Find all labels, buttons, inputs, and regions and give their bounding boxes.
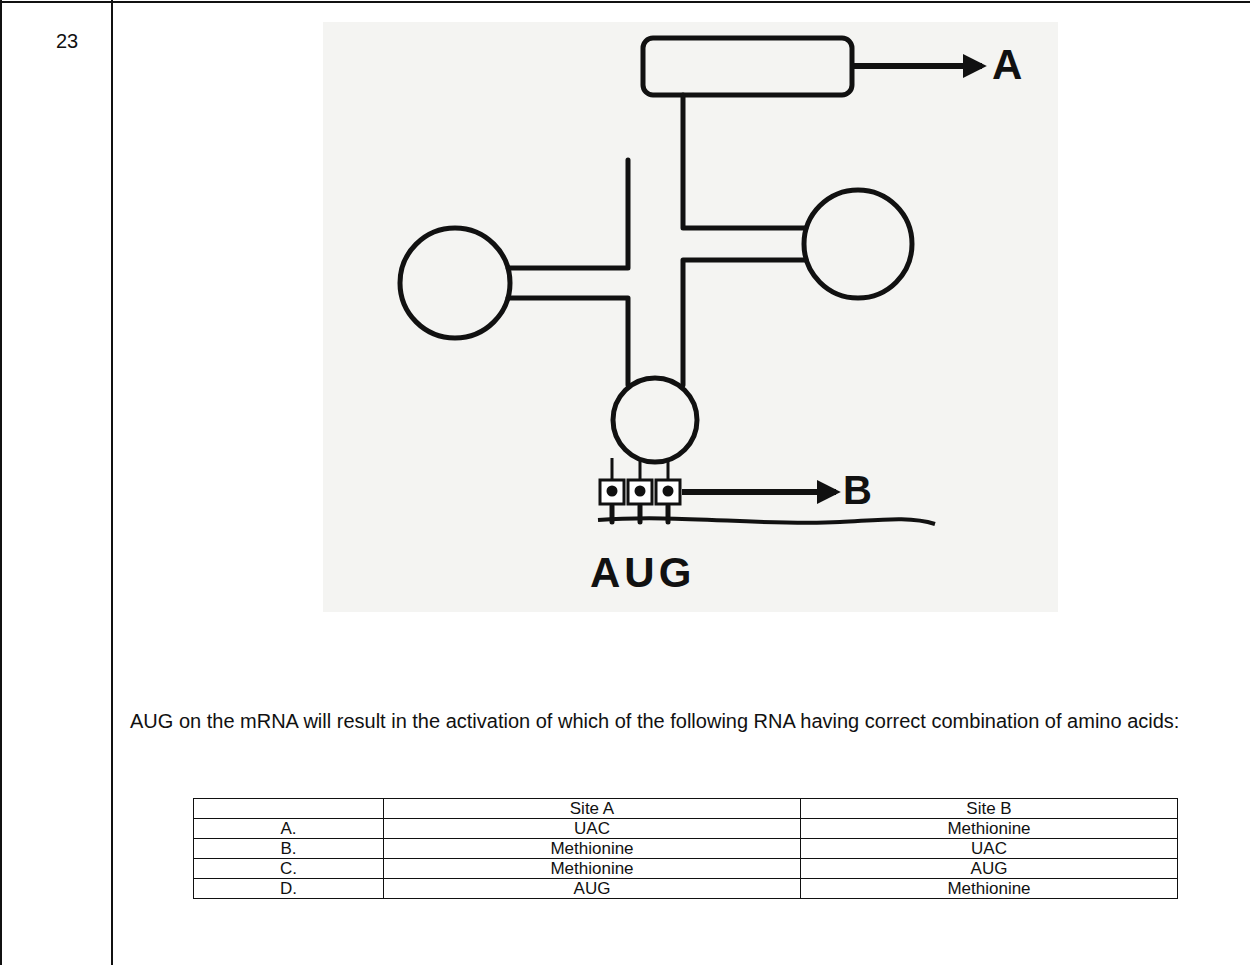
anticodon-loop [613,378,697,462]
table-cell: D. [194,879,384,899]
table-cell: Site B [801,799,1178,819]
leader-arrow [852,63,982,69]
question-number: 23 [56,30,78,52]
codon-label: AUG [590,550,695,596]
table-cell: C. [194,859,384,879]
trna-structure [400,38,912,462]
question-text: AUG on the mRNA will result in the activ… [130,706,1240,736]
table-cell [194,799,384,819]
table-row: Site A Site B [194,799,1178,819]
table-rule [111,0,113,965]
table-cell: Site A [384,799,801,819]
table-text: UAC [971,839,1007,858]
table-text: C. [280,859,297,878]
amino-acid-site [643,38,852,95]
table-text: D. [280,879,297,898]
table-cell: UAC [384,819,801,839]
table-text: Methionine [947,879,1030,898]
table-cell: AUG [801,859,1178,879]
leader-arrow [682,489,836,495]
table-text: A. [280,819,296,838]
table-row: B. Methionine UAC [194,839,1178,859]
trna-strand [683,260,806,385]
table-cell: Methionine [384,859,801,879]
table-cell: UAC [801,839,1178,859]
table-cell: B. [194,839,384,859]
site-label: A [992,42,1022,88]
trna-loop [400,228,510,338]
table-cell: AUG [384,879,801,899]
table-cell: A. [194,819,384,839]
table-text: Site B [966,799,1011,818]
site-label: B [843,468,872,512]
table-text: Methionine [947,819,1030,838]
table-row: C. Methionine AUG [194,859,1178,879]
table-rule [0,0,2,965]
trna-strand [508,298,628,385]
trna-loop [804,190,912,298]
table-row: A. UAC Methionine [194,819,1178,839]
table-cell: Methionine [384,839,801,859]
options-table: Site ASite BA.UACMethionineB.MethionineU… [193,798,1178,899]
table-text: AUG [574,879,611,898]
mrna-strand [598,518,935,524]
table-cell: Methionine [801,819,1178,839]
table-text: B. [280,839,296,858]
trna-strand [683,95,806,228]
table-text: Methionine [550,839,633,858]
picture-ground [323,22,1058,612]
table-text: Site A [570,799,614,818]
table-text: AUG [971,859,1008,878]
table-text: UAC [574,819,610,838]
table-rule [0,1,1250,3]
table-text: Methionine [550,859,633,878]
trna-strand [508,160,628,268]
table-cell: Methionine [801,879,1178,899]
table-row: D. AUG Methionine [194,879,1178,899]
anticodon-bases [600,458,680,504]
